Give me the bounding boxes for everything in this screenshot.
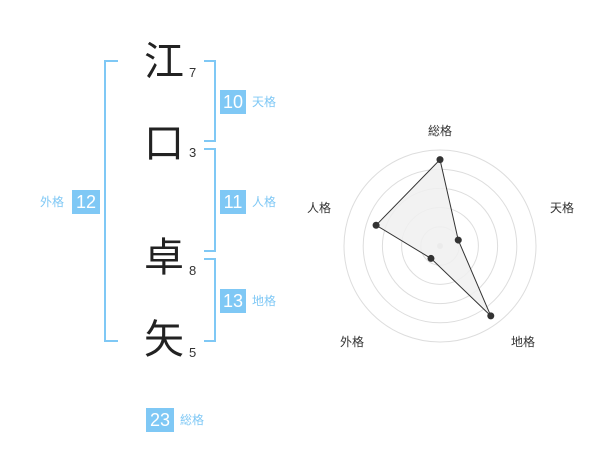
- radar-point-jinkaku: [372, 221, 380, 229]
- tenkaku-label: 天格: [252, 95, 277, 109]
- jinkaku-label: 人格: [252, 195, 277, 209]
- chikaku-badge: 13: [220, 289, 246, 313]
- radar-points: [372, 156, 495, 320]
- name-char-2: 口: [144, 121, 184, 167]
- gaikaku-label: 外格: [40, 195, 65, 209]
- gaikaku-bracket: [104, 60, 118, 342]
- stroke-count-1: 7: [189, 65, 197, 80]
- radar-point-soukaku: [436, 156, 444, 164]
- gaikaku-badge: 12: [72, 190, 100, 214]
- radar-point-chikaku: [487, 312, 495, 320]
- radar-label-upper-left: 人格: [307, 201, 332, 215]
- radar-label-lower-right: 地格: [511, 335, 536, 349]
- stroke-count-2: 3: [189, 145, 197, 160]
- name-char-1: 江: [144, 39, 184, 85]
- chikaku-bracket: [204, 258, 216, 342]
- radar-label-top: 総格: [428, 124, 453, 138]
- name-char-4: 矢: [144, 317, 184, 363]
- radar-ring-5: [343, 149, 537, 343]
- radar-label-upper-right: 天格: [550, 201, 575, 215]
- radar-point-gaikaku: [427, 254, 435, 262]
- chikaku-label: 地格: [252, 294, 277, 308]
- tenkaku-bracket: [204, 60, 216, 142]
- fortune-radar-chart: [343, 149, 537, 343]
- jinkaku-bracket: [204, 148, 216, 252]
- soukaku-badge: 23: [146, 408, 174, 432]
- radar-label-lower-left: 外格: [340, 335, 365, 349]
- jinkaku-badge: 11: [220, 190, 246, 214]
- stroke-count-3: 8: [189, 263, 197, 278]
- name-char-3: 卓: [144, 235, 184, 281]
- radar-polygon: [375, 158, 492, 317]
- radar-point-tenkaku: [454, 236, 462, 244]
- stroke-count-4: 5: [189, 345, 197, 360]
- soukaku-label: 総格: [180, 413, 205, 427]
- tenkaku-badge: 10: [220, 90, 246, 114]
